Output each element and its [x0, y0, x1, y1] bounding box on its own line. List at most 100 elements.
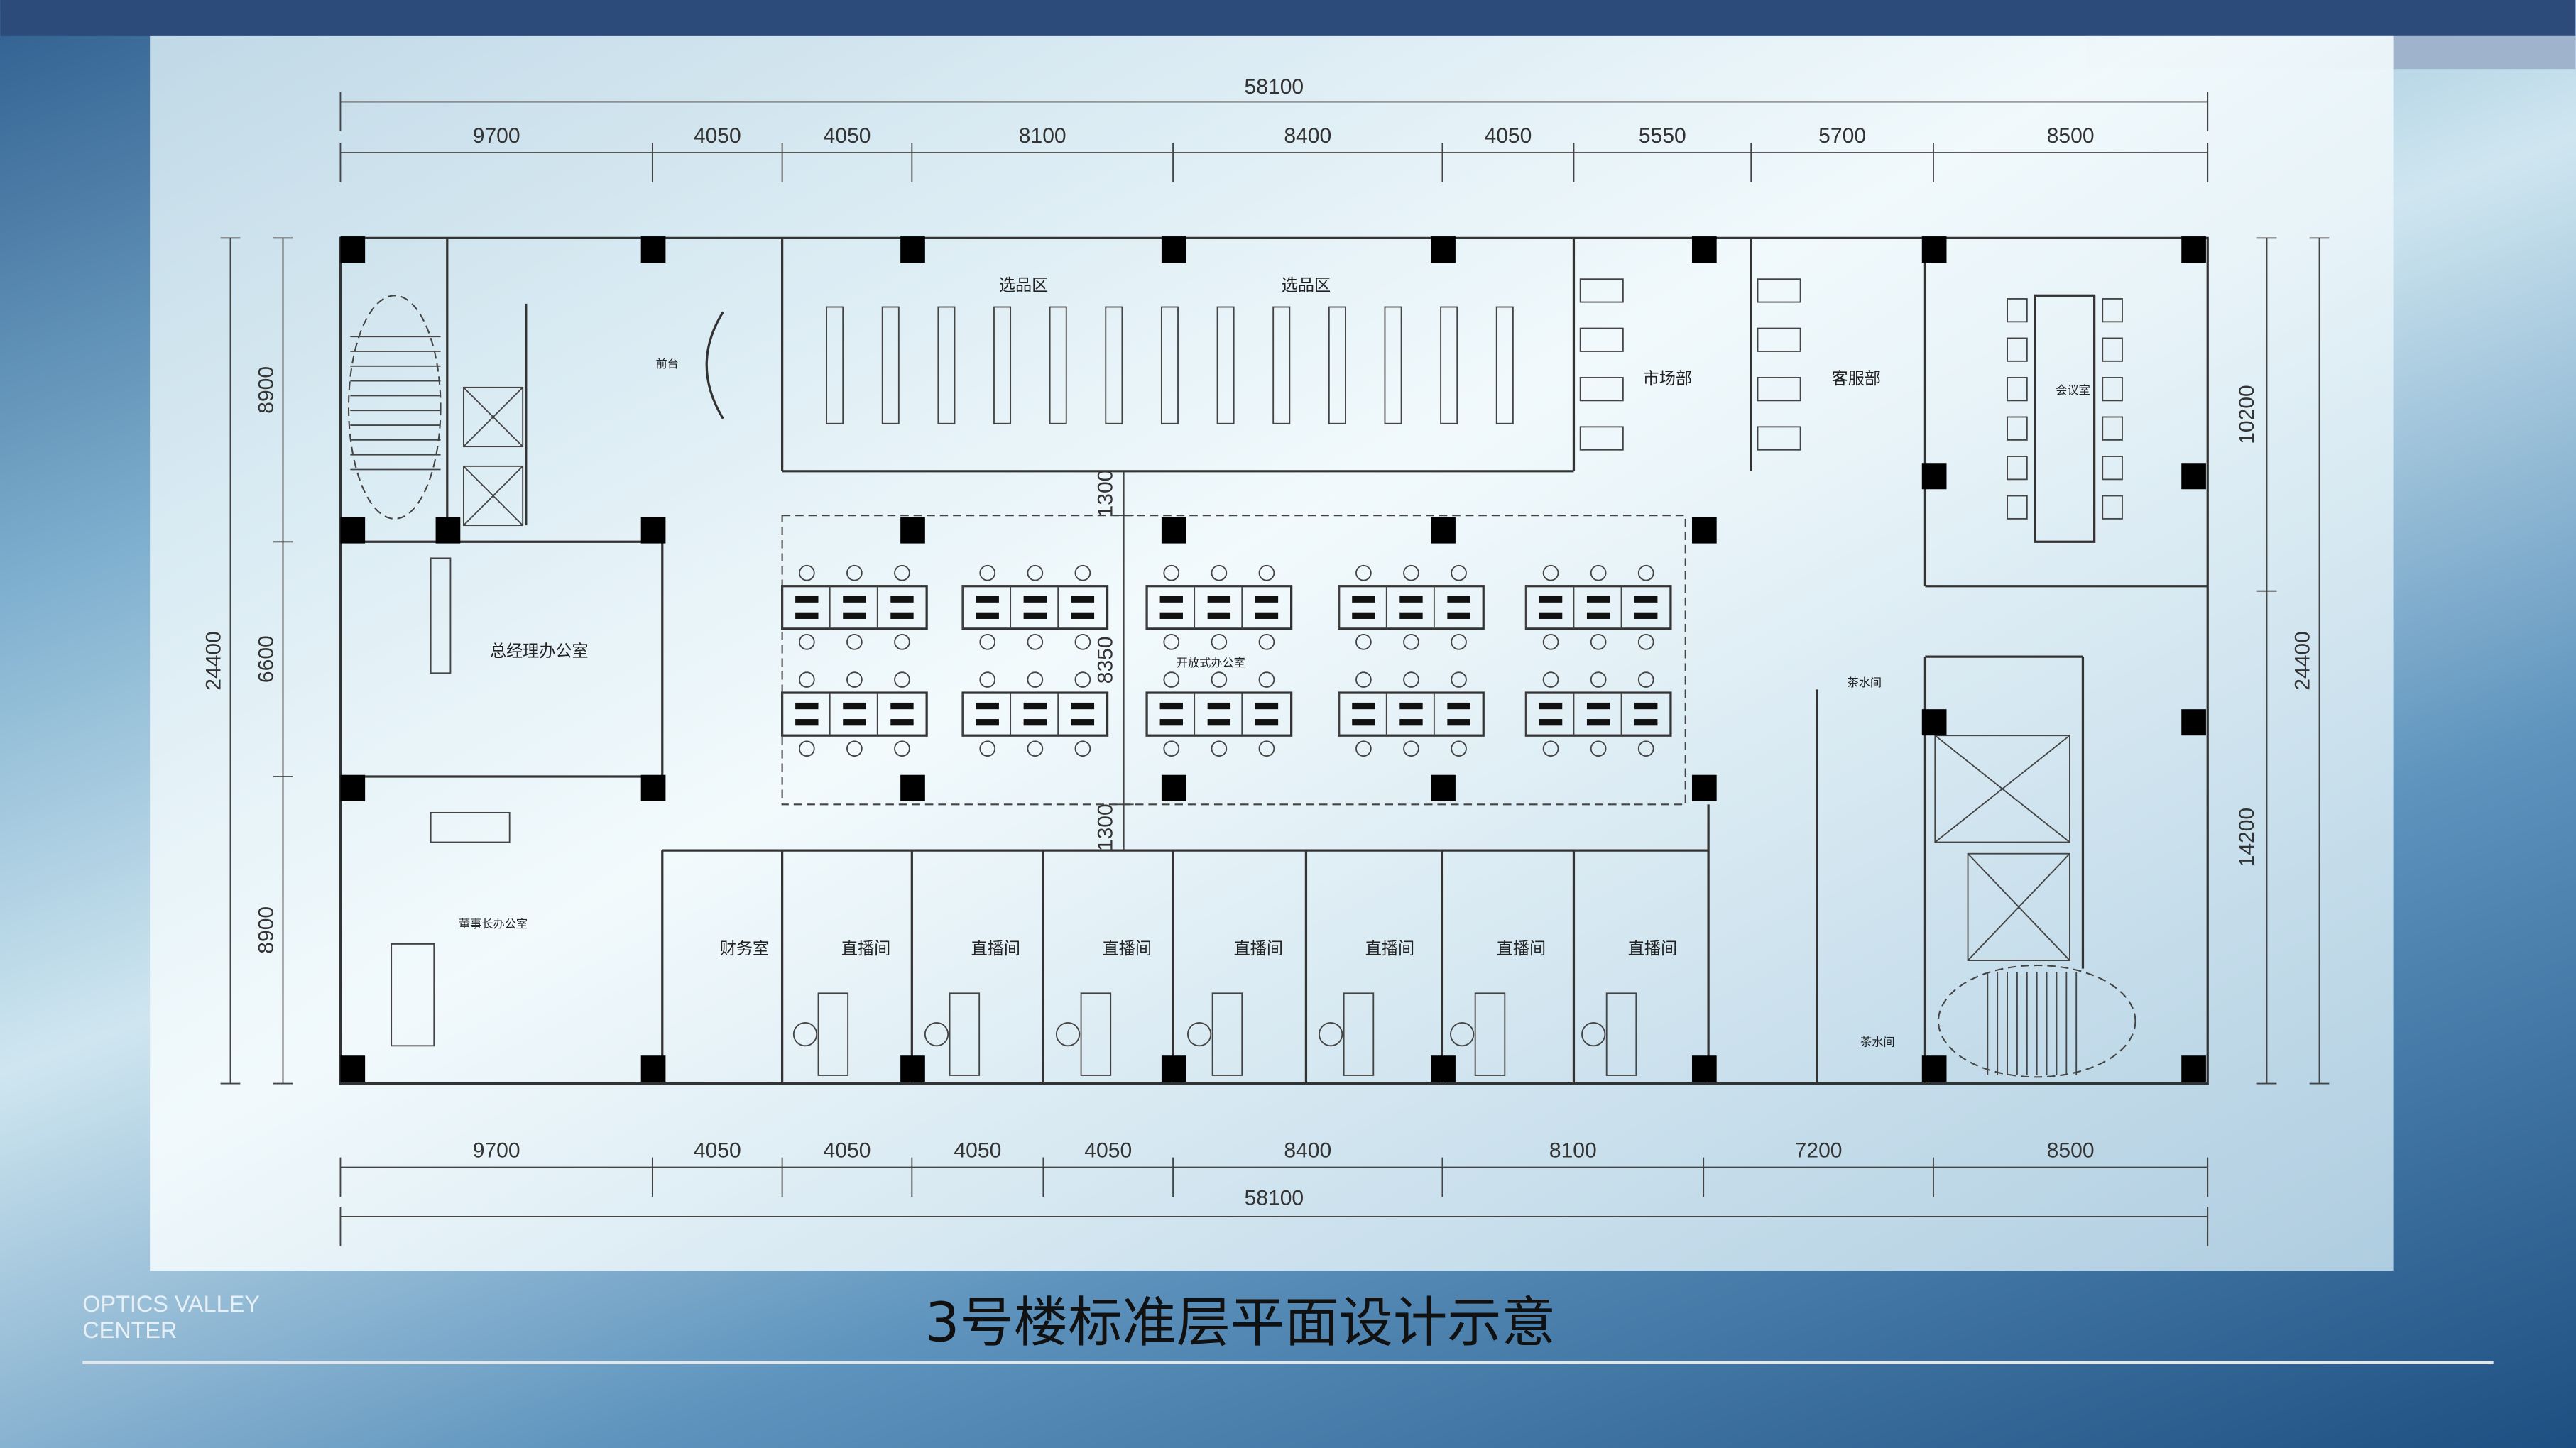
dim-bottom-label: 8100 [1549, 1139, 1597, 1163]
monitor [1071, 719, 1095, 726]
chair [1542, 564, 1559, 581]
monitor [1586, 719, 1610, 726]
chair [1637, 634, 1654, 650]
live-room-stool [792, 1022, 818, 1047]
chair [846, 740, 863, 757]
display-shelf [1440, 306, 1458, 424]
display-shelf [881, 306, 900, 424]
chair [1074, 671, 1091, 688]
office-desk [1757, 426, 1801, 451]
monitor [976, 702, 999, 710]
structural-column [900, 517, 925, 544]
structural-column [640, 517, 666, 544]
monitor [1352, 596, 1375, 603]
meeting-chair [2007, 337, 2028, 362]
dim-right-label: 14200 [2235, 808, 2259, 867]
display-shelf [1049, 306, 1067, 424]
stair-turn [347, 295, 442, 520]
structural-column [435, 517, 461, 544]
live-room-label: 直播间 [1365, 940, 1414, 958]
monitor [1023, 596, 1047, 603]
dim-inner-label: 1300 [1094, 803, 1118, 851]
office-desk [1757, 377, 1801, 402]
marketing-label: 市场部 [1643, 370, 1692, 388]
live-room-booth [1211, 992, 1243, 1076]
monitor [1071, 612, 1095, 619]
live-room-label: 直播间 [1628, 940, 1677, 958]
dim-top-total-label: 58100 [1245, 75, 1304, 99]
dim-bottom-label: 8500 [2047, 1139, 2095, 1163]
structural-column [1691, 236, 1717, 263]
top-band [0, 0, 2576, 36]
dim-top-label: 4050 [1485, 124, 1532, 148]
logo-line-1: OPTICS VALLEY [82, 1291, 260, 1317]
chair [1403, 740, 1419, 757]
dim-bottom-label: 4050 [824, 1139, 871, 1163]
live-room-label: 直播间 [971, 940, 1020, 958]
monitor [1023, 719, 1047, 726]
dim-inner-label: 8350 [1094, 636, 1118, 684]
office-desk [1757, 278, 1801, 303]
dim-left-label: 6600 [255, 635, 278, 683]
chair [1355, 634, 1372, 650]
monitor [1586, 612, 1610, 619]
chair [894, 634, 910, 650]
chair [894, 740, 910, 757]
chair [1027, 740, 1044, 757]
chair [1403, 671, 1419, 688]
display-shelf [1105, 306, 1123, 424]
dim-left-label: 8900 [255, 366, 278, 414]
elevator-shaft [462, 386, 524, 448]
monitor [843, 612, 866, 619]
monitor [1207, 719, 1231, 726]
logo-line-2: CENTER [82, 1317, 177, 1343]
live-room-booth [1474, 992, 1506, 1076]
elevator-shaft [1967, 852, 2070, 961]
monitor [1539, 719, 1563, 726]
dim-top-label: 4050 [824, 124, 871, 148]
chair [1355, 740, 1372, 757]
monitor [1159, 596, 1183, 603]
dim-left-total-label: 24400 [202, 631, 226, 691]
display-shelf [1216, 306, 1235, 424]
dim-bottom-label: 4050 [954, 1139, 1001, 1163]
structural-column [1691, 1055, 1717, 1082]
dim-top-label: 9700 [473, 124, 520, 148]
monitor [890, 596, 914, 603]
monitor [890, 702, 914, 710]
structural-column [1921, 463, 1947, 490]
dim-left-label: 8900 [255, 906, 278, 954]
live-room-booth [1605, 992, 1637, 1076]
structural-column [1161, 774, 1186, 801]
dim-bottom-label: 7200 [1795, 1139, 1843, 1163]
chairman-meeting-table [430, 811, 511, 843]
monitor [1159, 612, 1183, 619]
structural-column [900, 774, 925, 801]
chair [1451, 564, 1467, 581]
structural-column [340, 236, 366, 263]
monitor [1207, 702, 1231, 710]
monitor [1352, 702, 1375, 710]
structural-column [1431, 774, 1456, 801]
chair [1355, 671, 1372, 688]
monitor [1586, 596, 1610, 603]
open-office-label: 开放式办公室 [1177, 656, 1245, 669]
meeting-chair [2102, 298, 2123, 323]
chair [846, 564, 863, 581]
monitor [1447, 702, 1470, 710]
chair [1258, 671, 1275, 688]
monitor [1399, 612, 1423, 619]
live-room-stool [1186, 1022, 1212, 1047]
monitor [1207, 596, 1231, 603]
monitor [795, 596, 819, 603]
structural-column [900, 1055, 925, 1082]
chair [1258, 634, 1275, 650]
live-room-label: 直播间 [841, 940, 890, 958]
chair [846, 634, 863, 650]
meeting-chair [2102, 377, 2123, 402]
chair [798, 671, 815, 688]
monitor [1539, 612, 1563, 619]
monitor [795, 702, 819, 710]
dim-top-label: 5550 [1639, 124, 1686, 148]
structural-column [1161, 236, 1186, 263]
